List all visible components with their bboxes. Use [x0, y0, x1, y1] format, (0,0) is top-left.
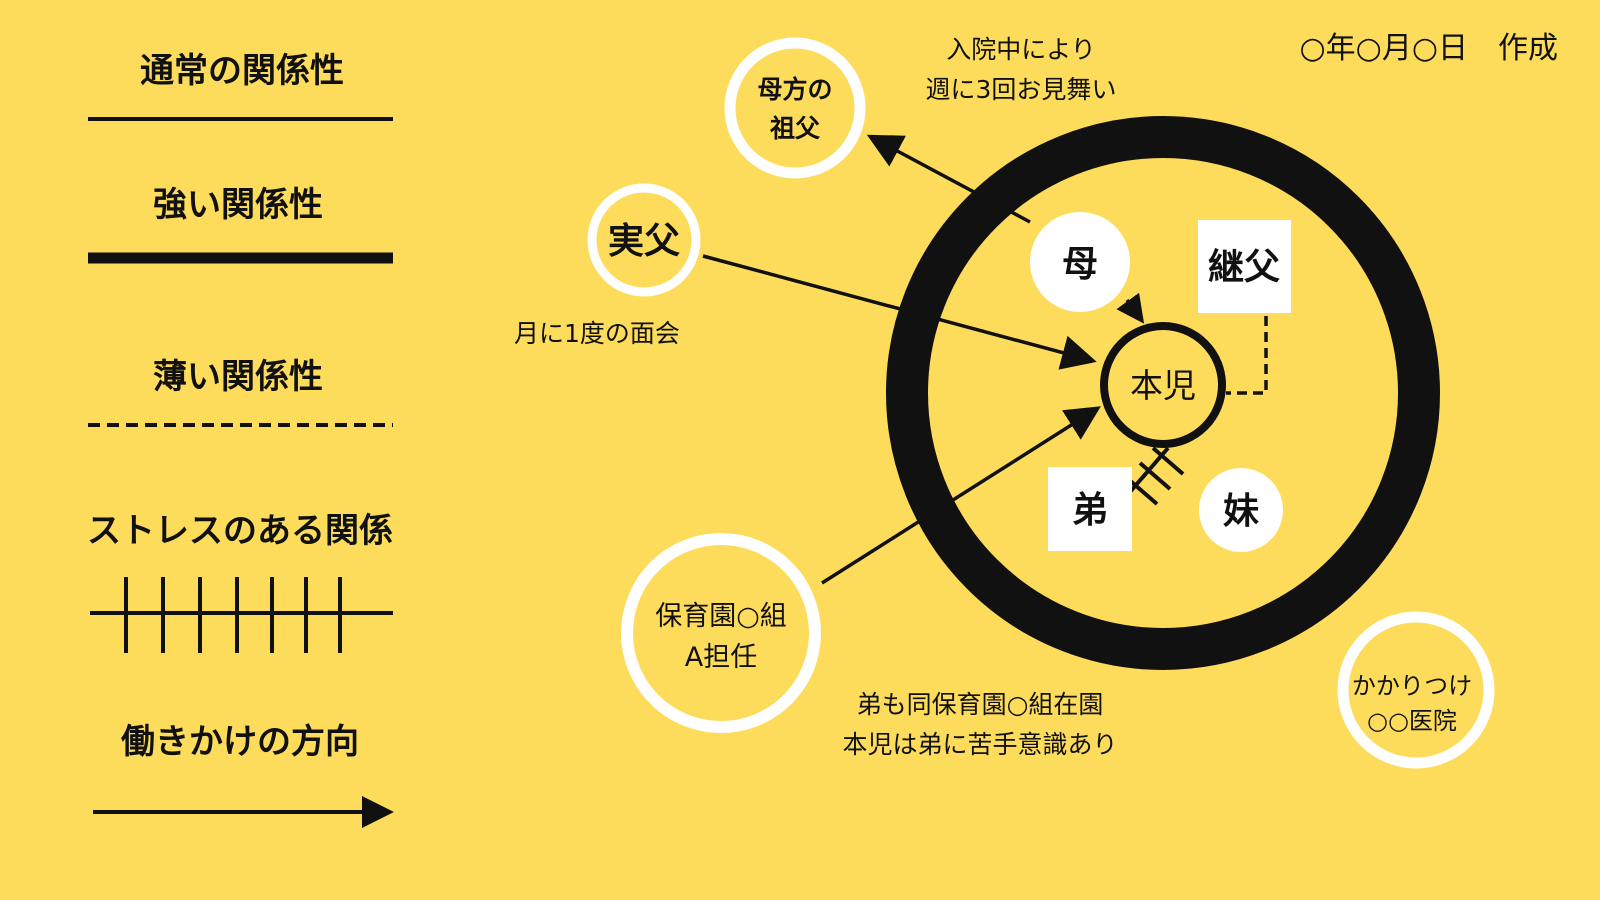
- legend-normal-label: 通常の関係性: [140, 51, 344, 91]
- family-household-circle: [886, 116, 1440, 670]
- line-stepfather-child-weak: [1226, 316, 1268, 395]
- legend-strong-label: 強い関係性: [153, 185, 323, 225]
- note-grandfather-line-1: 入院中により: [946, 35, 1096, 64]
- legend: 通常の関係性 強い関係性 薄い関係性 ストレスのある関係 働きかけの方向: [87, 51, 394, 828]
- node-family-clinic: かかりつけ ○○医院: [1337, 611, 1495, 769]
- arrow-to-maternal-grandfather: [866, 134, 1031, 224]
- node-biological-father-label: 実父: [608, 221, 680, 262]
- node-nursery-teacher: 保育園○組 A担任: [621, 533, 821, 733]
- legend-stress-label: ストレスのある関係: [87, 511, 393, 551]
- note-brother-line-2: 本児は弟に苦手意識あり: [842, 730, 1117, 759]
- arrow-father-to-child: [702, 254, 1097, 370]
- legend-direction-label: 働きかけの方向: [121, 722, 359, 762]
- node-family-clinic-label-1: かかりつけ: [1352, 672, 1472, 700]
- node-nursery-teacher-label-1: 保育園○組: [655, 601, 787, 632]
- node-maternal-grandfather-label-2: 祖父: [770, 114, 821, 143]
- note-father: 月に1度の面会: [514, 319, 680, 348]
- node-younger-sister-label: 妹: [1223, 491, 1259, 532]
- node-stepfather: 継父: [1198, 220, 1291, 313]
- note-brother-line-1: 弟も同保育園○組在園: [857, 690, 1104, 719]
- node-biological-father: 実父: [587, 183, 701, 297]
- node-maternal-grandfather-label-1: 母方の: [757, 75, 832, 104]
- node-younger-brother: 弟: [1048, 467, 1132, 551]
- arrow-nursery-to-child: [821, 406, 1101, 585]
- creation-date: ○年○月○日 作成: [1299, 31, 1558, 66]
- node-maternal-grandfather: 母方の 祖父: [724, 37, 866, 179]
- note-grandfather-line-2: 週に3回お見舞い: [926, 75, 1117, 104]
- node-child-label: 本児: [1130, 366, 1196, 405]
- node-mother-label: 母: [1062, 244, 1098, 285]
- node-family-clinic-label-2: ○○医院: [1367, 707, 1457, 735]
- legend-stress-line: [90, 577, 393, 653]
- node-child: 本児: [1100, 322, 1226, 448]
- legend-weak-label: 薄い関係性: [153, 357, 323, 397]
- node-younger-sister: 妹: [1199, 468, 1283, 552]
- arrow-mother-to-child: [1116, 292, 1145, 324]
- node-mother: 母: [1030, 212, 1130, 312]
- node-younger-brother-label: 弟: [1072, 490, 1108, 531]
- node-nursery-teacher-label-2: A担任: [685, 642, 757, 673]
- node-stepfather-label: 継父: [1208, 247, 1280, 288]
